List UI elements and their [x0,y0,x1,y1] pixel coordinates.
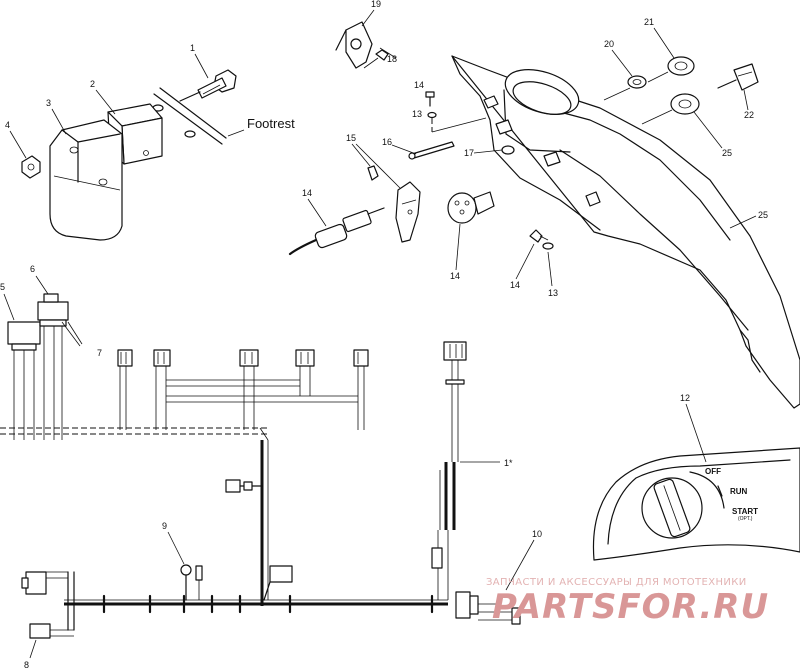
key-part-24 [717,63,759,91]
callout-7: 7 [97,348,102,358]
switch-cap-part-17 [367,165,421,243]
watermark-brand: PARTSFOR.RU [492,587,769,627]
callout-2: 2 [90,79,95,89]
callout-1-star: 1* [504,458,513,468]
leader-line [153,93,223,145]
callout-23: 21 [644,17,654,27]
grommet-part-22 [627,75,647,89]
ignition-start-sub-label: (OPT.) [738,516,753,522]
clip-part-21 [335,21,373,69]
pin-part-14 [425,91,435,107]
callout-17: 15 [346,133,356,143]
callout-14-lower: 14 [510,280,520,290]
callout-9: 9 [162,521,167,531]
wiring-harness [0,360,465,637]
callout-8: 8 [24,660,29,668]
washer-part-13 [427,111,437,119]
screw-part-20 [363,49,389,69]
connector-part-10 [455,591,521,625]
callout-19: 17 [464,148,474,158]
callout-15: 14 [450,271,460,281]
bolt-part-1 [179,69,237,102]
grommet-part-25 [670,93,700,115]
callout-22: 20 [604,39,614,49]
nut-part-4 [21,155,41,179]
callout-14-upper: 14 [414,80,424,90]
callout-20: 18 [387,54,397,64]
connector-part-15 [447,191,495,224]
connector-row [117,341,467,367]
callout-3: 3 [46,98,51,108]
ignition-panel-part-12 [592,447,800,561]
callout-24: 22 [744,110,754,120]
watermark: ЗАПЧАСТИ И АКСЕССУАРЫ ДЛЯ МОТОТЕХНИКИ PA… [486,577,769,627]
connector-part-8 [21,571,51,639]
callout-4: 4 [5,120,10,130]
callout-21: 19 [371,0,381,9]
callout-12: 12 [680,393,690,403]
callout-13-lower: 13 [548,288,558,298]
callout-5: 5 [0,282,5,292]
grommet-part-23 [667,56,695,76]
side-panel-part-26 [451,55,800,409]
relay-part-5 [7,321,41,440]
washer-part-19 [501,145,515,155]
callout-6: 6 [30,264,35,274]
footrest-bracket-assembly: Footrest 1 2 3 4 [5,43,295,241]
callout-1: 1 [190,43,195,53]
callout-26: 25 [758,210,768,220]
washer [184,130,196,138]
ignition-run-label: RUN [730,487,748,496]
screw-part-14 [529,229,549,243]
callout-16: 14 [302,188,312,198]
switch-part-16 [288,207,385,256]
washer-part-13 [542,242,554,250]
ignition-switch-parts: 19 18 14 13 16 17 [288,0,558,298]
ignition-off-label: OFF [705,467,721,476]
callout-18: 16 [382,137,392,147]
watermark-caption: ЗАПЧАСТИ И АКСЕССУАРЫ ДЛЯ МОТОТЕХНИКИ [486,577,747,588]
ignition-start-label: START [732,507,758,516]
leader-line [227,129,245,137]
pin-part-18 [408,141,455,160]
leader-line [159,87,227,139]
callout-13-upper: 13 [412,109,422,119]
callout-25: 25 [722,148,732,158]
callout-10: 10 [532,529,542,539]
footrest-label: Footrest [247,116,295,131]
relay-part-6 [37,293,69,440]
footrest-pad-part-3 [49,119,123,241]
